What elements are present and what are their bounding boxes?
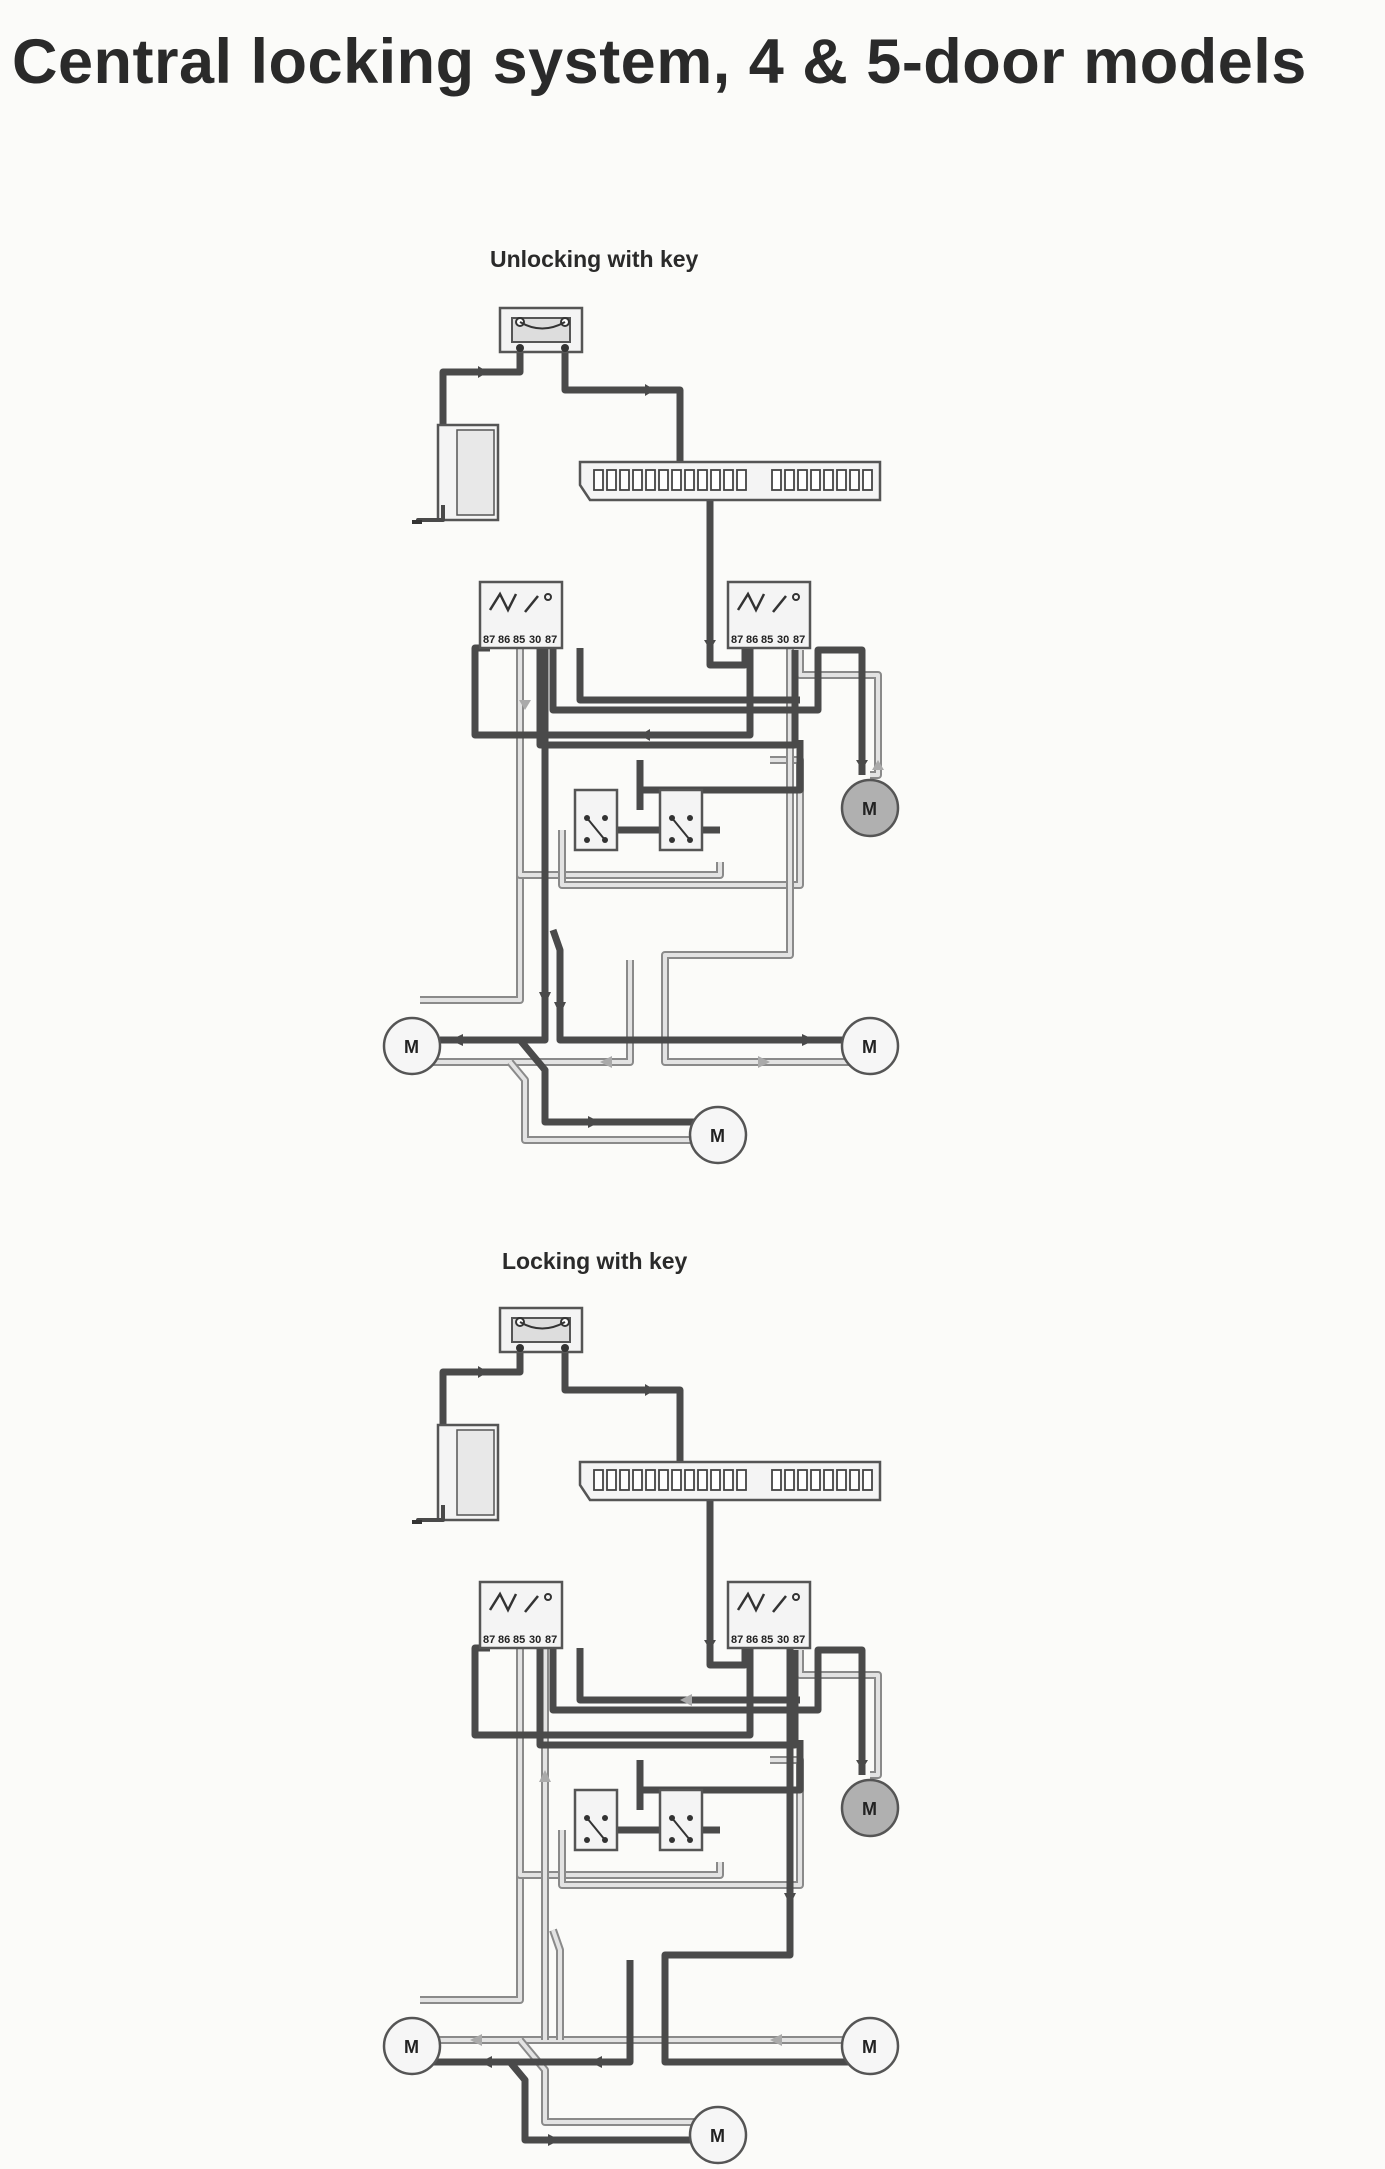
relay-left-pin-3: 85 (513, 634, 525, 646)
svg-text:M: M (862, 799, 877, 819)
fuse-box (578, 460, 882, 502)
relay-right: 87 86 85 30 87 (726, 580, 812, 650)
passive-wires (420, 1648, 882, 2126)
relay-right: 87 86 85 30 87 (726, 1580, 812, 1650)
door-switch-right (658, 788, 704, 852)
relay-right-pin-1: 87 (731, 634, 743, 646)
motor-front-right: M (840, 1778, 900, 1838)
flow-arrows (470, 1366, 868, 2146)
relay-left: 87 86 85 30 87 (478, 1580, 564, 1650)
relay-left: 87 86 85 30 87 (478, 580, 564, 650)
flow-arrows (450, 366, 884, 1128)
relay-right-pin-3: 85 (761, 634, 773, 646)
svg-text:M: M (862, 1037, 877, 1057)
wiring-diagram-unlocking: 87 86 85 30 87 87 86 85 30 87 M M M (382, 306, 900, 1165)
relay-left-pin-2: 86 (498, 634, 510, 646)
relay-right-pin-5: 87 (793, 634, 805, 646)
battery (412, 1423, 500, 1524)
relay-left-pin-5: 87 (545, 1634, 557, 1646)
motor-front-right: M (840, 778, 900, 838)
relay-left-pin-5: 87 (545, 634, 557, 646)
section-title-unlocking: Unlocking with key (490, 246, 699, 272)
motor-front-left: M (382, 2016, 442, 2076)
passive-wires (420, 648, 882, 1144)
relay-left-pin-1: 87 (483, 1634, 495, 1646)
svg-text:M: M (404, 1037, 419, 1057)
relay-left-pin-4: 30 (529, 634, 541, 646)
motor-rear-left: M (688, 1105, 748, 1165)
motor-rear-right: M (840, 1016, 900, 1076)
relay-right-pin-4: 30 (777, 1634, 789, 1646)
motor-rear-left: M (688, 2105, 748, 2165)
door-switch-left (573, 1788, 619, 1852)
fuse-box (578, 1460, 882, 1502)
wiring-diagram-locking: 87 86 85 30 87 87 86 85 30 87 M M M (382, 1306, 900, 2165)
relay-right-pin-3: 85 (761, 1634, 773, 1646)
relay-right-pin-2: 86 (746, 1634, 758, 1646)
motor-rear-right: M (840, 2016, 900, 2076)
section-title-locking: Locking with key (502, 1248, 688, 1274)
svg-text:M: M (710, 1126, 725, 1146)
key-switch (498, 306, 584, 354)
relay-left-pin-3: 85 (513, 1634, 525, 1646)
svg-text:M: M (710, 2126, 725, 2146)
battery (412, 423, 500, 524)
relay-right-pin-1: 87 (731, 1634, 743, 1646)
key-switch (498, 1306, 584, 1354)
door-switch-right (658, 1788, 704, 1852)
relay-left-pin-4: 30 (529, 1634, 541, 1646)
motor-front-left: M (382, 1016, 442, 1076)
svg-text:M: M (404, 2037, 419, 2057)
svg-text:M: M (862, 1799, 877, 1819)
page-title: Central locking system, 4 & 5-door model… (12, 27, 1307, 97)
relay-right-pin-4: 30 (777, 634, 789, 646)
door-switch-left (573, 788, 619, 852)
relay-left-pin-2: 86 (498, 1634, 510, 1646)
relay-right-pin-5: 87 (793, 1634, 805, 1646)
svg-text:M: M (862, 2037, 877, 2057)
relay-right-pin-2: 86 (746, 634, 758, 646)
relay-left-pin-1: 87 (483, 634, 495, 646)
